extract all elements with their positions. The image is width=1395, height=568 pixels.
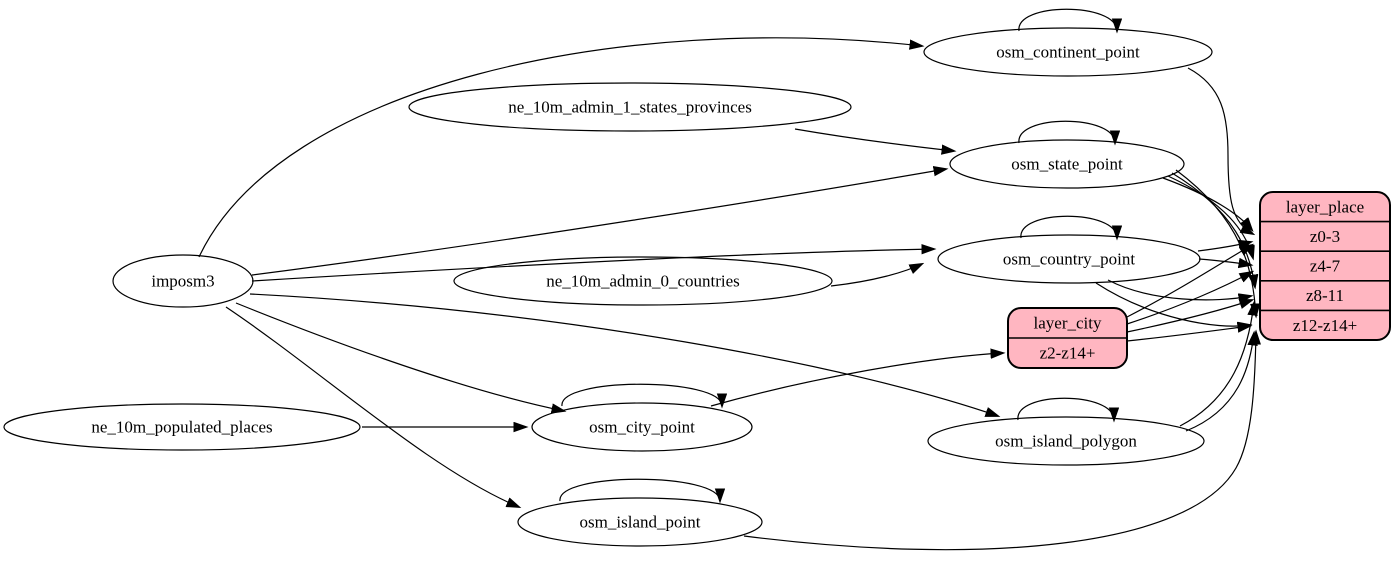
self-loop-edge-osm_continent_point [1018, 8, 1117, 31]
table-node-ne_10m_admin_0_countries: ne_10m_admin_0_countries [453, 256, 833, 306]
table-node-label: osm_island_polygon [995, 432, 1137, 451]
table-node-osm_state_point: osm_state_point [949, 139, 1185, 189]
edge-layer_city-to-layer_place-z4-7 [1126, 272, 1252, 325]
record-header-layer_place: layer_place [1286, 197, 1364, 216]
edge-osm_island_point-to-layer_place-z12-z14+ [743, 332, 1256, 551]
record-header-layer_city: layer_city [1034, 314, 1102, 333]
edge-imposm3-to-osm_island_point [225, 306, 519, 507]
record-row-layer_place-z0-3: z0-3 [1310, 227, 1340, 246]
edge-osm_country_point-to-layer_place-z4-7 [1198, 259, 1251, 265]
table-node-osm_country_point: osm_country_point [937, 234, 1201, 284]
table-node-osm_island_polygon: osm_island_polygon [927, 416, 1205, 466]
table-node-osm_continent_point: osm_continent_point [923, 27, 1213, 77]
edge-imposm3-to-osm_country_point [251, 249, 934, 282]
edge-osm_continent_point-to-layer_place-z0-3 [1187, 67, 1253, 234]
table-node-label: osm_continent_point [996, 43, 1140, 62]
edge-imposm3-to-osm_city_point [235, 302, 564, 411]
record-row-layer_place-z8-11: z8-11 [1306, 286, 1344, 305]
edge-osm_country_point-to-layer_place-z0-3 [1197, 242, 1251, 252]
edge-imposm3-to-osm_state_point [251, 169, 946, 276]
table-node-label: imposm3 [151, 272, 214, 291]
edge-ne_10m_admin_1_states_provinces-to-osm_state_point [794, 128, 954, 151]
table-node-label: osm_state_point [1011, 155, 1123, 174]
table-node-label: ne_10m_admin_0_countries [546, 272, 740, 291]
edge-osm_island_polygon-to-layer_place-z8-11 [1179, 303, 1254, 427]
edge-layer_city-to-layer_place-z12-z14+ [1126, 326, 1250, 342]
table-node-ne_10m_admin_1_states_provinces: ne_10m_admin_1_states_provinces [408, 82, 852, 132]
self-loop-edge-osm_island_polygon [1017, 397, 1114, 420]
layer-record-layer_city: layer_city z2-z14+ [1007, 307, 1128, 369]
edge-osm_country_point-to-layer_place-z12-z14+ [1095, 282, 1250, 326]
edge-osm_state_point-to-layer_place-z0-3 [1162, 177, 1252, 230]
self-loop-edge-osm_city_point [561, 383, 722, 406]
table-node-label: ne_10m_admin_1_states_provinces [508, 98, 752, 117]
table-node-imposm3: imposm3 [112, 254, 254, 308]
table-node-label: osm_country_point [1003, 250, 1135, 269]
table-node-ne_10m_populated_places: ne_10m_populated_places [3, 403, 361, 451]
edge-osm_city_point-to-layer_city-z2-z14+ [710, 353, 1003, 407]
layer-record-layer_place: layer_place z0-3 z4-7 z8-11 z12-z14+ [1259, 191, 1391, 341]
table-node-osm_island_point: osm_island_point [517, 497, 763, 547]
table-node-osm_city_point: osm_city_point [531, 402, 753, 452]
edge-osm_country_point-to-layer_place-z8-11 [1107, 279, 1251, 300]
edge-ne_10m_admin_0_countries-to-osm_country_point [830, 264, 922, 287]
edge-layer_city-to-layer_place-z8-11 [1126, 300, 1252, 333]
edge-osm_island_polygon-to-layer_place-z12-z14+ [1185, 333, 1254, 432]
table-node-label: osm_city_point [589, 418, 695, 437]
edge-imposm3-to-osm_island_polygon [249, 293, 998, 416]
table-node-label: ne_10m_populated_places [91, 418, 272, 437]
record-row-layer_place-z12-z14+: z12-z14+ [1293, 316, 1357, 335]
edge-imposm3-to-osm_continent_point [198, 37, 922, 258]
edge-layer_city-to-layer_place-z0-3 [1126, 245, 1252, 318]
self-loop-edge-osm_country_point [1020, 215, 1117, 238]
record-row-layer_city-z2-z14+: z2-z14+ [1040, 344, 1096, 363]
self-loop-edge-osm_state_point [1018, 120, 1115, 143]
table-node-label: osm_island_point [580, 513, 701, 532]
self-loop-edge-osm_island_point [559, 478, 720, 501]
record-row-layer_place-z4-7: z4-7 [1310, 257, 1341, 276]
